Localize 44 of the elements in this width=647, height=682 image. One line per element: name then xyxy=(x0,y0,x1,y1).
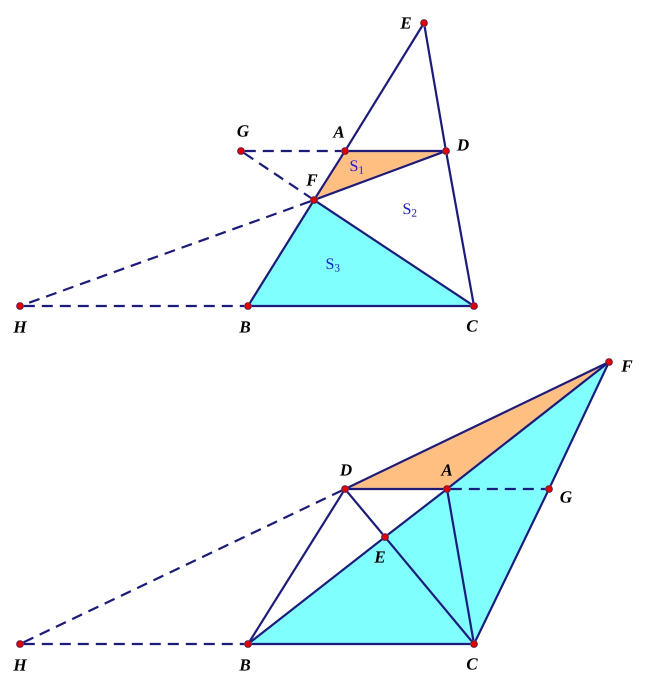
line-segment xyxy=(252,304,470,308)
line-segment xyxy=(346,491,384,535)
line-segment xyxy=(249,492,344,642)
line-segment xyxy=(315,154,344,198)
dashed-line xyxy=(22,490,342,644)
dashed-line xyxy=(450,488,546,490)
line-segment xyxy=(348,488,444,490)
point-label: D xyxy=(456,139,469,151)
point-label: A xyxy=(440,464,452,476)
line-segment xyxy=(252,642,470,646)
line-segment xyxy=(249,202,313,304)
point-label: E xyxy=(400,17,411,29)
line-segment xyxy=(250,538,383,643)
line-segment xyxy=(474,492,548,642)
line-segment xyxy=(446,154,474,302)
point-label: H xyxy=(13,659,28,671)
line-segment xyxy=(449,363,607,488)
point-label: E xyxy=(374,551,385,563)
point-label: H xyxy=(13,321,28,333)
point-label: B xyxy=(239,321,250,333)
area-label: S$_{2}$ xyxy=(404,203,416,217)
area-label: S$_{1}$ xyxy=(350,160,364,174)
dashed-line xyxy=(244,150,342,152)
point-label: C xyxy=(466,320,478,332)
point-label: F xyxy=(621,360,632,372)
point-label: B xyxy=(239,659,250,671)
dashed-line xyxy=(24,304,244,308)
line-segment xyxy=(346,26,423,148)
point-label: C xyxy=(466,658,478,670)
line-segment xyxy=(387,490,445,536)
point-label: A xyxy=(332,126,344,138)
line-segment xyxy=(446,492,474,640)
dashed-line xyxy=(24,642,244,646)
point-label: G xyxy=(237,125,249,137)
line-segment xyxy=(386,539,472,642)
line-segment xyxy=(316,201,472,305)
point-label: G xyxy=(560,491,572,503)
line-segment xyxy=(424,26,446,148)
area-label: S$_{3}$ xyxy=(326,258,340,272)
line-segment xyxy=(348,150,442,152)
point-label: F xyxy=(306,174,318,186)
dashed-line xyxy=(244,152,312,199)
line-segment xyxy=(550,364,608,486)
point-label: D xyxy=(340,464,352,476)
